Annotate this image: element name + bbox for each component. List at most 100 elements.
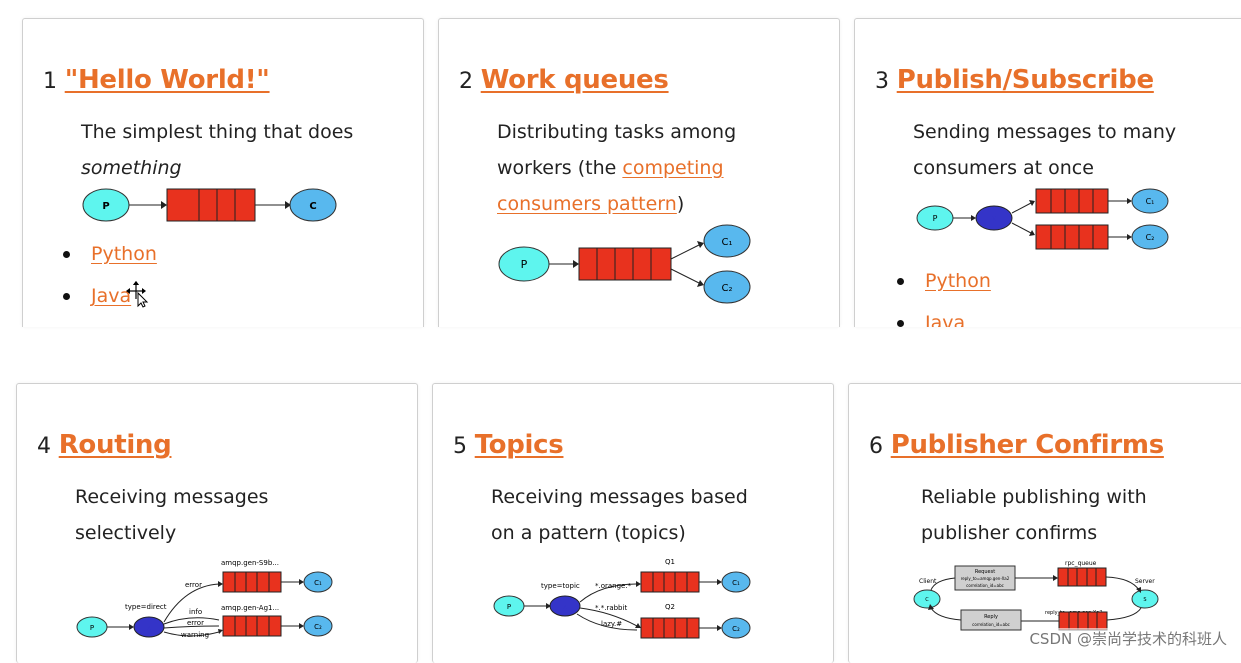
binding2-label: *.*.rabbit: [595, 604, 627, 612]
tutorial-heading-2: 2 Work queues: [459, 65, 669, 95]
consumer2-node: [721, 617, 751, 639]
tutorial-card-3: 3 Publish/Subscribe Sending messages to m…: [854, 18, 1241, 327]
tutorial-description: Receiving messages based on a pattern (t…: [491, 479, 811, 551]
tutorial-heading-4: 4 Routing: [37, 430, 172, 460]
consumer-label: C: [309, 201, 316, 212]
language-link-python[interactable]: Python: [925, 270, 991, 292]
consumer1-label: C₁: [732, 579, 740, 587]
tutorial-title-link[interactable]: Publisher Confirms: [890, 430, 1164, 460]
client-node: [913, 589, 941, 609]
reply-title: Reply: [984, 614, 998, 620]
producer-label: P: [90, 624, 94, 632]
consumer2-label: C₂: [314, 623, 322, 631]
watermark: CSDN @崇尚学技术的科班人: [1029, 628, 1227, 649]
tutorial-title-link[interactable]: Work queues: [480, 65, 669, 95]
tutorial-number: 4: [37, 434, 51, 459]
language-list: Python Java: [897, 260, 991, 327]
language-link-java[interactable]: Java: [925, 312, 966, 327]
tutorial-description: Reliable publishing with publisher confi…: [921, 479, 1241, 551]
tutorial-title-link[interactable]: Topics: [474, 430, 564, 460]
tutorial-description: The simplest thing that does something: [81, 114, 401, 186]
tutorial-number: 3: [875, 69, 889, 94]
tutorial-number: 5: [453, 434, 467, 459]
request-title: Request: [975, 569, 995, 575]
description-text: workers (the: [497, 157, 623, 179]
consumer1-node: [703, 224, 751, 258]
binding1-label: error: [185, 581, 202, 589]
tutorial-card-2: 2 Work queues Distributing tasks among wo…: [438, 18, 840, 327]
queue-2: [640, 617, 700, 639]
queue2-name: Q2: [665, 603, 675, 611]
exchange-type-label: type=direct: [125, 603, 167, 611]
queue1-name: rpc_queue: [1065, 560, 1097, 567]
consumer1-label: C₁: [722, 237, 733, 248]
rpc-queue: [1057, 567, 1107, 587]
language-item-java: Java: [63, 275, 157, 317]
binding1-label: *.orange.*: [595, 582, 632, 590]
tutorial-description: Distributing tasks among workers (the co…: [497, 114, 817, 222]
description-line: Sending messages to many: [913, 121, 1177, 143]
binding4-label: warning: [181, 631, 209, 639]
language-link-python[interactable]: Python: [91, 243, 157, 265]
queue: [578, 247, 672, 281]
queue-2: [222, 615, 282, 637]
tutorial-heading-3: 3 Publish/Subscribe: [875, 65, 1154, 95]
binding3-label: lazy.#: [601, 620, 622, 628]
producer-label: P: [521, 258, 528, 271]
consumer1-node: [1131, 188, 1169, 214]
language-link-java[interactable]: Java: [91, 285, 132, 307]
tutorial-card-5: 5 Topics Receiving messages based on a pa…: [432, 383, 834, 663]
binding2-label: info: [189, 608, 202, 616]
exchange-node: [975, 205, 1013, 231]
queue2-name: amqp.gen-Ag1...: [221, 604, 279, 612]
language-item-java: Java: [897, 302, 991, 327]
queue-1: [640, 571, 700, 593]
consumer2-node: [1131, 224, 1169, 250]
consumer2-label: C₂: [732, 625, 740, 633]
publish-subscribe-diagram: P X C₁ C₂: [916, 188, 1169, 250]
description-line: publisher confirms: [921, 522, 1098, 544]
work-queues-diagram: P C₁ C₂: [498, 224, 751, 304]
binding3-label: error: [187, 619, 204, 627]
language-list: Python Java: [63, 233, 157, 317]
consumer1-node: [303, 571, 333, 593]
description-line: Receiving messages: [75, 486, 269, 508]
reply-box: [960, 609, 1022, 631]
client-label: Client: [919, 578, 937, 585]
routing-diagram: amqp.gen-S9b... amqp.gen-Ag1... type=dir…: [76, 559, 333, 639]
tutorial-number: 2: [459, 69, 473, 94]
tutorial-title-link[interactable]: "Hello World!": [64, 65, 270, 95]
client-node-label: C: [925, 597, 929, 603]
competing-consumers-link-cont[interactable]: consumers pattern: [497, 193, 677, 215]
tutorial-description: Sending messages to many consumers at on…: [913, 114, 1233, 186]
queue1-name: Q1: [665, 558, 675, 566]
consumer1-node: [721, 571, 751, 593]
server-node: [1131, 589, 1159, 609]
consumer1-label: C₁: [314, 579, 322, 587]
consumer-node: [289, 188, 337, 222]
exchange-node: [549, 595, 581, 617]
description-line: Reliable publishing with: [921, 486, 1147, 508]
consumer2-node: [303, 615, 333, 637]
queue-1: [222, 571, 282, 593]
reply-correlation: correlation_id=abc: [972, 622, 1010, 627]
exchange-label: X: [147, 625, 151, 632]
hello-world-diagram: P C: [82, 188, 337, 222]
tutorial-card-1: 1"Hello World!" The simplest thing that …: [22, 18, 424, 327]
request-correlation: correlation_id=abc: [966, 583, 1004, 588]
exchange-label: X: [992, 215, 997, 223]
queue-1: [1035, 188, 1109, 214]
producer-label: P: [507, 603, 511, 611]
producer-label: P: [102, 201, 109, 212]
server-label: Server: [1135, 578, 1155, 585]
consumer1-label: C₁: [1146, 197, 1155, 206]
move-cursor-icon: [126, 281, 149, 308]
competing-consumers-link[interactable]: competing: [622, 157, 724, 179]
tutorial-title-link[interactable]: Routing: [58, 430, 172, 460]
exchange-node: [133, 616, 165, 638]
queue1-name: amqp.gen-S9b...: [221, 559, 279, 567]
tutorial-title-link[interactable]: Publish/Subscribe: [896, 65, 1154, 95]
